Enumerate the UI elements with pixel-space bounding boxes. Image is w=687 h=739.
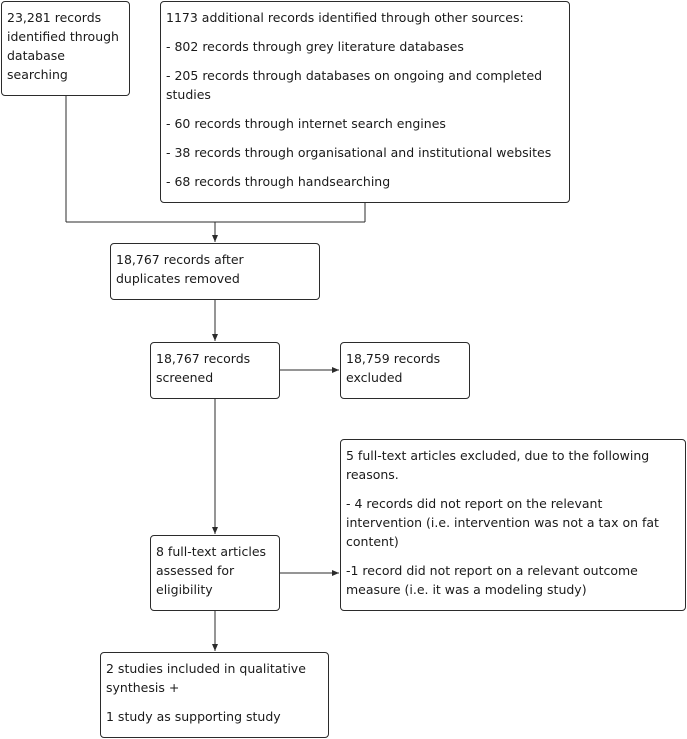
excluded-text: 18,759 records excluded xyxy=(346,351,441,385)
other-sources-item: - 205 records through databases on ongoi… xyxy=(166,68,543,102)
screened-text: 18,767 records screened xyxy=(156,351,251,385)
other-sources-item: - 60 records through internet search eng… xyxy=(166,116,446,131)
database-search-box: 23,281 records identified through databa… xyxy=(1,1,130,96)
other-sources-item: - 38 records through organisational and … xyxy=(166,145,552,160)
screened-box: 18,767 records screened xyxy=(150,342,280,399)
other-sources-item: - 68 records through handsearching xyxy=(166,174,391,189)
duplicates-removed-box: 18,767 records after duplicates removed xyxy=(110,243,320,300)
supporting-study-text: 1 study as supporting study xyxy=(106,709,281,724)
excluded-box: 18,759 records excluded xyxy=(340,342,470,399)
included-box: 2 studies included in qualitative synthe… xyxy=(100,652,329,738)
other-sources-heading: 1173 additional records identified throu… xyxy=(166,10,524,25)
duplicates-removed-text: 18,767 records after duplicates removed xyxy=(116,252,244,286)
fulltext-excluded-box: 5 full-text articles excluded, due to th… xyxy=(340,439,686,611)
included-text: 2 studies included in qualitative synthe… xyxy=(106,661,306,695)
fulltext-assessed-box: 8 full-text articles assessed for eligib… xyxy=(150,535,280,611)
fulltext-excluded-heading: 5 full-text articles excluded, due to th… xyxy=(346,448,650,482)
fulltext-excluded-item: - 4 records did not report on the releva… xyxy=(346,496,659,549)
other-sources-box: 1173 additional records identified throu… xyxy=(160,1,570,203)
fulltext-excluded-item: -1 record did not report on a relevant o… xyxy=(346,563,638,597)
fulltext-assessed-text: 8 full-text articles assessed for eligib… xyxy=(156,544,267,597)
database-search-text: 23,281 records identified through databa… xyxy=(7,10,119,82)
other-sources-item: - 802 records through grey literature da… xyxy=(166,39,464,54)
